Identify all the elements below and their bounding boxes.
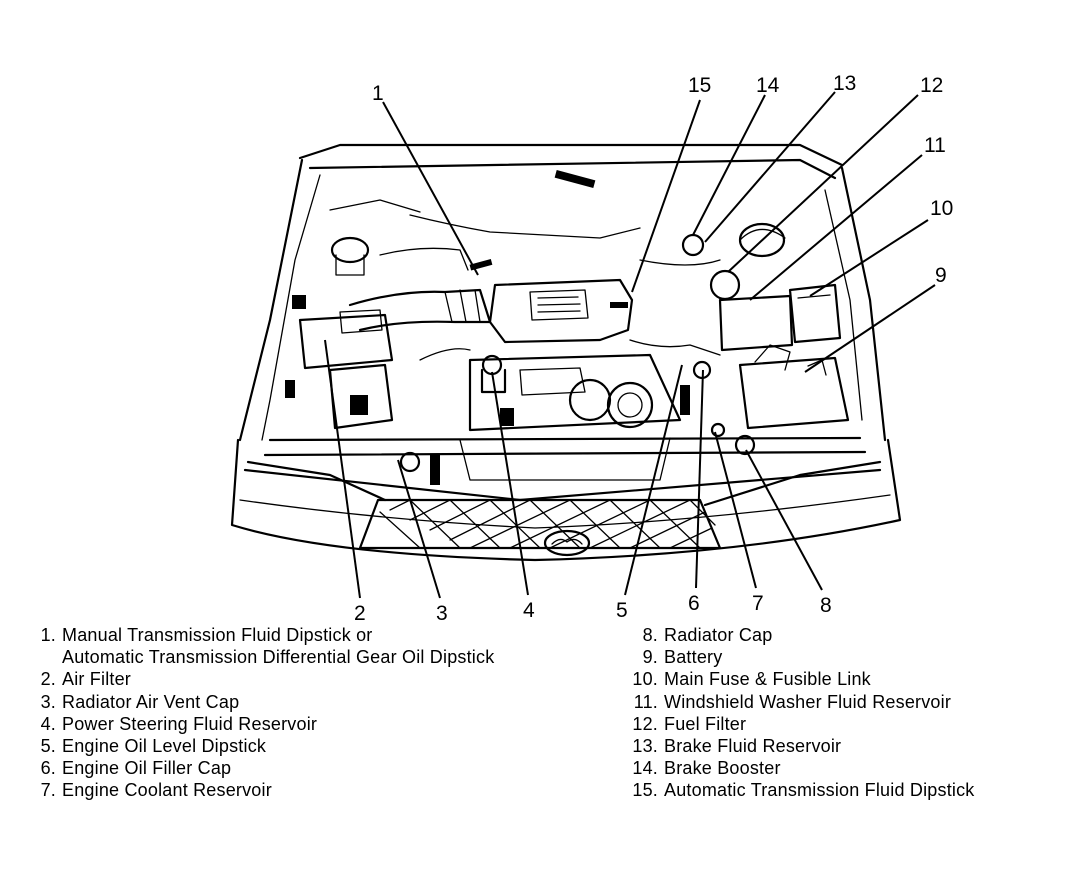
legend-item: 14.Brake Booster [632, 758, 781, 779]
legend-label: Engine Oil Level Dipstick [62, 736, 267, 757]
front-grille [358, 498, 722, 557]
leader-line-15 [631, 99, 701, 293]
leader-line-14 [692, 94, 766, 236]
leader-line-13 [704, 91, 836, 243]
legend-item: 15.Automatic Transmission Fluid Dipstick [632, 780, 975, 801]
legend-item: 4.Power Steering Fluid Reservoir [40, 713, 318, 734]
callout-numbers: 1 2 3 4 5 6 7 8 9 10 11 12 13 14 15 [354, 72, 953, 620]
legend-item: 12.Fuel Filter [632, 713, 747, 734]
legend-item: 11.Windshield Washer Fluid Reservoir [633, 691, 952, 712]
engine-compartment-diagram: 1 2 3 4 5 6 7 8 9 10 11 12 13 14 15 [230, 72, 953, 620]
legend-label: Windshield Washer Fluid Reservoir [664, 691, 952, 712]
leader-line-12 [727, 94, 919, 273]
legend-left-column: 1.Manual Transmission Fluid Dipstick or … [26, 624, 495, 802]
leader-line-11 [749, 154, 923, 301]
legend-item: 1.Manual Transmission Fluid Dipstick or [40, 625, 373, 645]
leader-line-2 [324, 339, 361, 599]
legend-item: 7.Engine Coolant Reservoir [40, 780, 272, 801]
callout-number-4: 4 [523, 599, 535, 620]
leader-line-8 [745, 449, 823, 591]
legend-label: Main Fuse & Fusible Link [664, 669, 871, 690]
callout-number-15: 15 [688, 74, 711, 97]
callout-number-13: 13 [833, 72, 856, 95]
callout-number-9: 9 [935, 264, 947, 287]
legend-label: Fuel Filter [664, 713, 747, 734]
legend-label: Brake Fluid Reservoir [664, 736, 842, 757]
callout-number-11: 11 [924, 134, 946, 157]
legend-item: 2.Air Filter [40, 669, 131, 690]
leader-line-6 [695, 369, 704, 589]
legend-label: Engine Coolant Reservoir [62, 780, 272, 801]
callout-number-1: 1 [372, 82, 384, 105]
leader-line-9 [804, 284, 936, 373]
legend-item: 8.Radiator Cap [642, 625, 773, 645]
legend-item: 3.Radiator Air Vent Cap [40, 691, 240, 712]
legend-item: 5.Engine Oil Level Dipstick [40, 736, 267, 757]
callout-number-8: 8 [820, 594, 832, 617]
legend-label: Manual Transmission Fluid Dipstick or [62, 625, 373, 645]
leader-line-10 [809, 219, 929, 297]
legend-item: 10.Main Fuse & Fusible Link [632, 669, 871, 690]
leader-line-5 [624, 364, 683, 596]
engine-bay-components [263, 169, 867, 485]
leader-line-7 [714, 431, 757, 589]
callout-number-14: 14 [756, 74, 780, 97]
leader-line-3 [397, 459, 441, 599]
callout-leader-lines [324, 91, 936, 599]
legend-label: Power Steering Fluid Reservoir [62, 713, 318, 734]
legend-label: Radiator Air Vent Cap [62, 691, 240, 712]
leader-line-1 [382, 101, 479, 276]
legend-item: Automatic Transmission Differential Gear… [26, 646, 494, 668]
callout-number-3: 3 [436, 602, 448, 620]
legend-label: Engine Oil Filler Cap [62, 758, 232, 779]
legend-right-column: 8.Radiator Cap 9.Battery 10.Main Fuse & … [616, 624, 975, 802]
callout-number-6: 6 [688, 592, 700, 615]
legend-item: 6.Engine Oil Filler Cap [40, 758, 232, 779]
legend-label: Battery [664, 647, 723, 668]
callout-number-5: 5 [616, 599, 628, 620]
legend-label: Automatic Transmission Fluid Dipstick [664, 780, 975, 801]
callout-number-10: 10 [930, 197, 953, 220]
vehicle-body-outline [230, 143, 902, 562]
leader-line-4 [491, 371, 529, 596]
callout-number-12: 12 [920, 74, 943, 97]
legend-item: 13.Brake Fluid Reservoir [632, 736, 842, 757]
legend-label: Radiator Cap [664, 625, 773, 645]
legend-label: Brake Booster [664, 758, 781, 779]
callout-number-7: 7 [752, 592, 764, 615]
callout-number-2: 2 [354, 602, 366, 620]
legend-label: Air Filter [62, 669, 131, 690]
legend-item: 9.Battery [642, 647, 723, 668]
legend-label: Automatic Transmission Differential Gear… [62, 647, 495, 668]
